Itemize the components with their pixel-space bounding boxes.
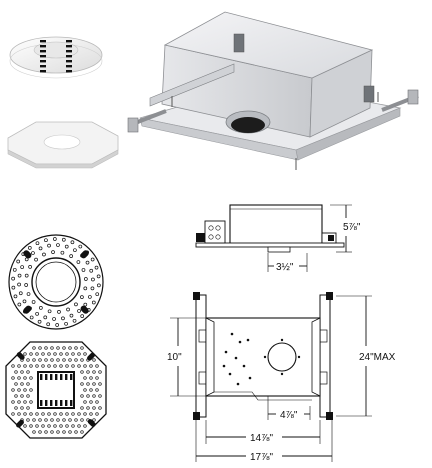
inner-width-label: 14⅞" xyxy=(250,433,273,444)
plan-max-label: 24"MAX xyxy=(359,352,396,363)
side-height-label: 5⅞" xyxy=(343,222,361,233)
plan-view-drawing xyxy=(170,292,372,462)
mud-plate-icon xyxy=(7,121,119,169)
aperture-size-label: 4⅞" xyxy=(280,410,298,421)
octagon-perforated-plate-icon xyxy=(5,40,107,439)
plan-height-label: 10" xyxy=(167,352,182,363)
outer-width-label: 17⅞" xyxy=(250,452,273,463)
round-perforated-plate-icon xyxy=(8,234,104,330)
side-offset-label: 3½" xyxy=(276,262,294,273)
recessed-housing-photo-icon xyxy=(127,11,419,170)
side-view-drawing xyxy=(195,204,352,272)
trim-ring-icon xyxy=(9,36,103,79)
